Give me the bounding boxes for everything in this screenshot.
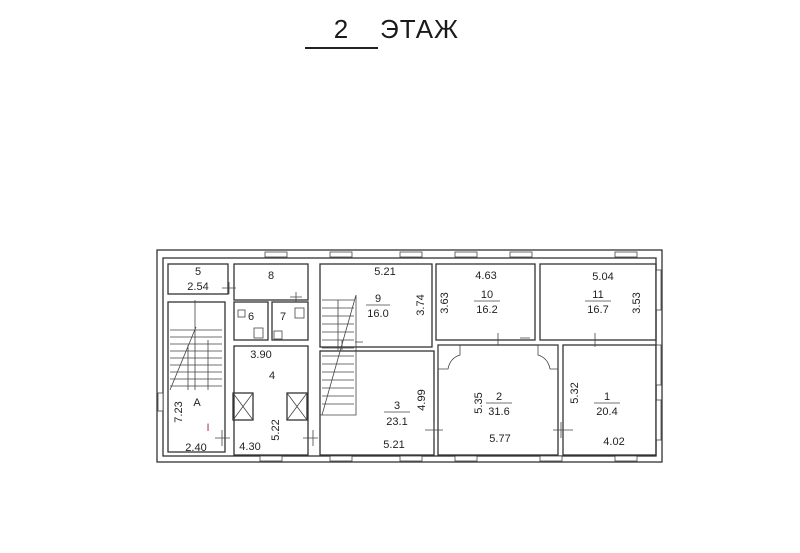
room-1-dim-bottom: 4.02 (603, 436, 624, 448)
room-11-dim-top: 5.04 (592, 271, 613, 283)
room-4-dim-bottom: 4.30 (239, 441, 260, 453)
room-5-dim: 2.54 (187, 281, 208, 293)
room-1-dim-side: 5.32 (569, 382, 581, 403)
room-9-area: 16.0 (367, 308, 388, 320)
elevators (232, 392, 308, 421)
room-1-area: 20.4 (596, 406, 617, 418)
room-10-number: 10 (481, 289, 493, 301)
floor-number: 2 (305, 14, 378, 49)
room-8-number: 8 (268, 270, 274, 282)
room-2-number: 2 (496, 391, 502, 403)
room-2-dim-side: 5.35 (473, 392, 485, 413)
room-a-dim-side: 7.23 (173, 401, 185, 422)
door-marks (215, 282, 596, 446)
room-9-dim-top: 5.21 (374, 266, 395, 278)
staircase-main (320, 294, 357, 416)
room-11-area: 16.7 (587, 304, 608, 316)
room-3-dim-bottom: 5.21 (383, 439, 404, 451)
room-4-number: 4 (269, 370, 275, 382)
fixtures (237, 307, 305, 340)
room-4-dim-side: 5.22 (270, 419, 282, 440)
staircase-a (169, 300, 222, 391)
room-1-number: 1 (604, 391, 610, 403)
room-3-dim-side: 4.99 (416, 389, 428, 410)
room-3-area: 23.1 (386, 416, 407, 428)
room-9-number: 9 (375, 293, 381, 305)
room-6-number: 6 (248, 311, 254, 323)
room-walls (167, 263, 657, 456)
room-11-number: 11 (592, 289, 603, 301)
room-11-dim-side: 3.53 (631, 292, 643, 313)
room-3-number: 3 (394, 400, 400, 412)
room-10-area: 16.2 (476, 304, 497, 316)
room-2-dim-bottom: 5.77 (489, 433, 510, 445)
room-10-dim-top: 4.63 (475, 270, 496, 282)
room-9-dim-side: 3.74 (415, 294, 427, 315)
room-labels: 5 2.54 8 6 7 3.90 4 5.22 4.30 A 7.23 I 2… (173, 266, 643, 454)
room-a-mark: I (206, 422, 209, 434)
room-a-label: A (193, 397, 201, 409)
room-a-dim-bottom: 2.40 (185, 442, 206, 454)
floor-word: ЭТАЖ (380, 14, 460, 44)
windows (157, 251, 662, 462)
room-5-number: 5 (195, 266, 201, 278)
room-7-number: 7 (280, 311, 286, 323)
room-4-dim-top: 3.90 (250, 349, 271, 361)
room-10-dim-side: 3.63 (439, 292, 451, 313)
outer-walls (156, 249, 663, 463)
room-2-area: 31.6 (488, 406, 509, 418)
